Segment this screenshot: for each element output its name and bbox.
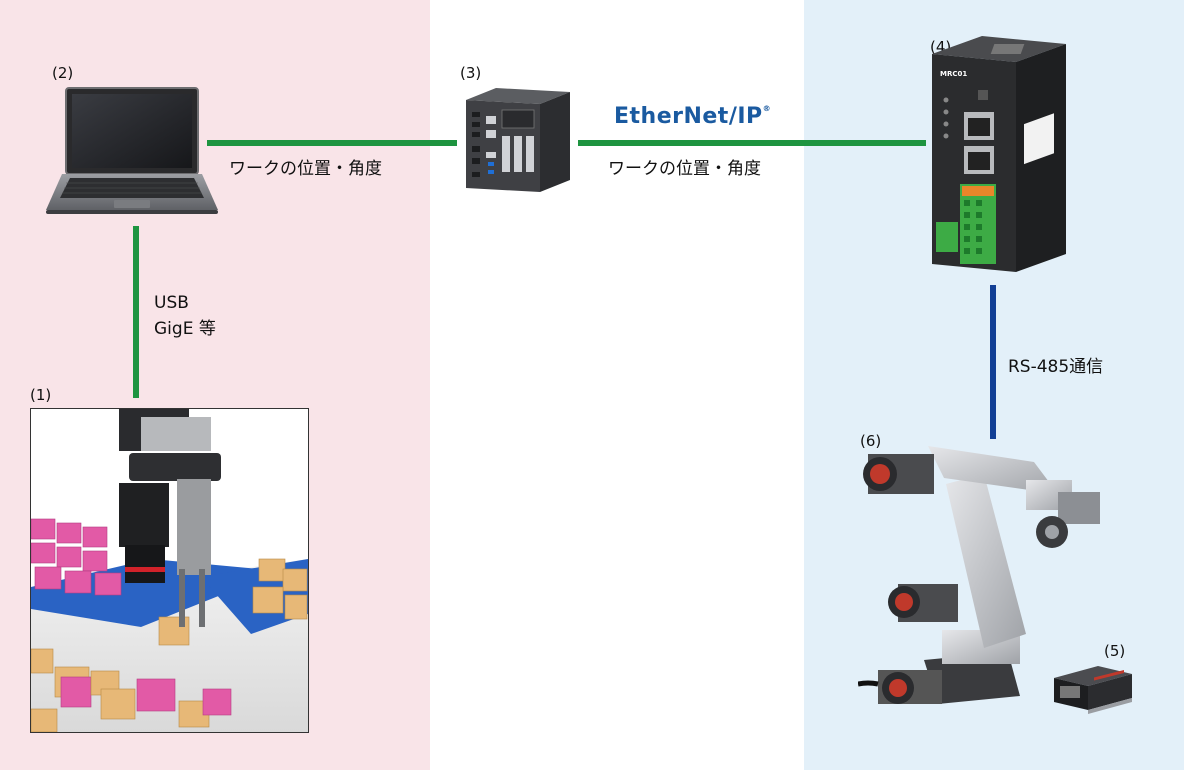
ipc-controller-connection-line: [578, 140, 926, 146]
item-3-number: (3): [460, 64, 482, 82]
robot-arm-icon: [858, 446, 1100, 704]
rs485-label: RS-485通信: [1008, 357, 1104, 377]
camera-scene-illustration: [31, 409, 308, 732]
item-6-number: (6): [860, 432, 882, 450]
item-2-number: (2): [52, 64, 74, 82]
camera-interface-label: USB GigE 等: [154, 290, 216, 342]
pc-to-ipc-label: ワークの位置・角度: [229, 159, 382, 179]
usb-label: USB: [154, 293, 189, 313]
gige-label: GigE 等: [154, 319, 216, 339]
industrial-pc-icon: [466, 88, 570, 192]
item-5-number: (5): [1104, 642, 1126, 660]
ethernet-ip-logo: EtherNet/IP®: [614, 104, 771, 129]
camera-system-photo: [30, 408, 309, 733]
controller-robot-connection-line: [990, 285, 996, 439]
camera-pc-connection-line: [133, 226, 139, 398]
robot-controller-icon: MRC01: [932, 36, 1066, 272]
item-1-number: (1): [30, 386, 52, 404]
ethernet-ip-trademark: ®: [762, 104, 772, 113]
ethernet-ip-logo-text: EtherNet/IP: [614, 104, 763, 129]
ipc-to-controller-label: ワークの位置・角度: [608, 159, 761, 179]
laptop-icon: [46, 87, 218, 214]
pc-ipc-connection-line: [207, 140, 457, 146]
motor-driver-icon: [1054, 666, 1132, 714]
controller-model-text: MRC01: [940, 70, 967, 78]
